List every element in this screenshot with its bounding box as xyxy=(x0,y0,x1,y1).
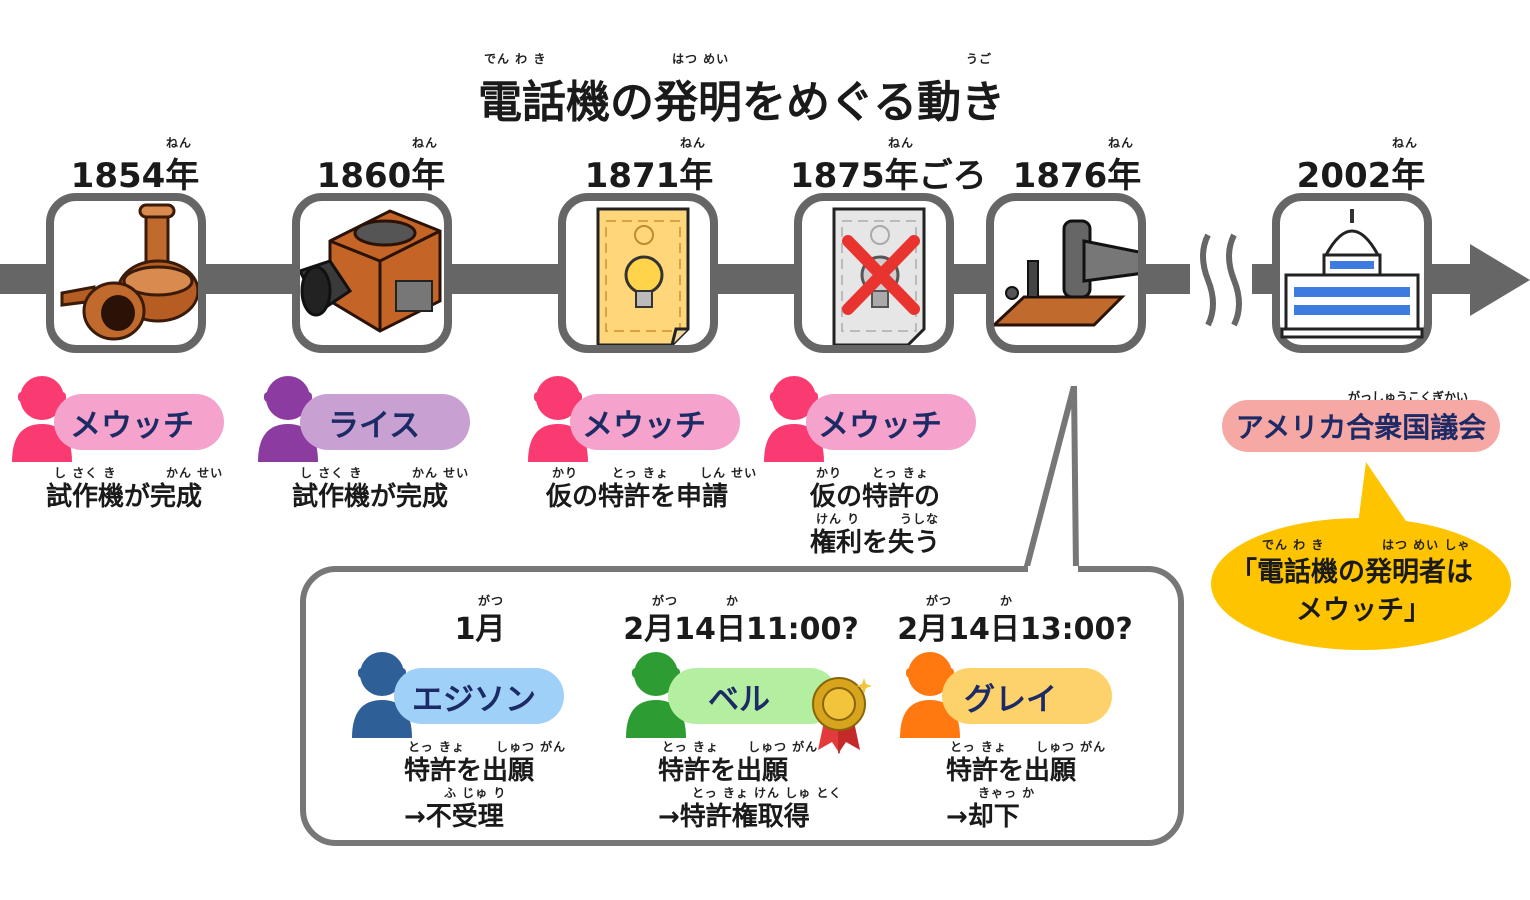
crossed-patent-icon xyxy=(832,207,926,345)
popup-pointer-join xyxy=(1028,566,1078,574)
award-medal-icon xyxy=(812,677,872,754)
time-bell: 2月14日11:00? xyxy=(623,612,859,647)
time-gray: 2月14日13:00? xyxy=(897,612,1133,647)
page-title: 電話機の発明をめぐる動き xyxy=(478,77,1006,128)
time-ruby: がつ xyxy=(478,594,505,608)
caption-1875-line1: 仮の特許の xyxy=(810,482,941,512)
timeline-break-icon xyxy=(1190,233,1252,327)
year-1876: 1876年 xyxy=(1012,156,1142,196)
caption-1854: 試作機が完成 xyxy=(46,482,203,512)
org-pill-us-congress: アメリカ合衆国議会 xyxy=(1222,400,1500,452)
year-ruby: ねん xyxy=(680,136,707,150)
bell-telephone-icon xyxy=(994,219,1138,327)
card-1875 xyxy=(794,193,954,353)
speech-line1: 「電話機の発明者は xyxy=(1230,557,1473,588)
gray-person-icon xyxy=(900,652,960,738)
person-pill-meucci-3: メウッチ xyxy=(806,394,976,450)
line-ruby: とっ きょ xyxy=(950,740,1007,754)
line-ruby: しゅつ がん xyxy=(1036,740,1107,754)
line-ruby: とっ きょ けん しゅ とく xyxy=(692,786,842,800)
bell-line1: 特許を出願 xyxy=(658,756,789,786)
year-2002: 2002年 xyxy=(1296,156,1426,196)
year-1854: 1854年 xyxy=(70,156,200,196)
year-ruby: ねん xyxy=(888,136,915,150)
title-ruby-denwaki: でん わ き xyxy=(484,52,547,66)
caption-ruby: とっ きょ xyxy=(872,466,929,480)
year-1860: 1860年 xyxy=(316,156,446,196)
timeline-bar xyxy=(0,264,1480,294)
caption-ruby: うしな xyxy=(900,512,940,526)
speech-line2: メウッチ」 xyxy=(1296,595,1431,626)
timeline-arrowhead-icon xyxy=(1470,244,1530,316)
meucci-telephone-icon xyxy=(60,203,198,341)
caption-ruby: とっ きょ xyxy=(612,466,669,480)
year-ruby: ねん xyxy=(1108,136,1135,150)
person-pill-meucci-1: メウッチ xyxy=(54,394,224,450)
year-ruby: ねん xyxy=(1392,136,1419,150)
line-ruby: きゃっ か xyxy=(978,786,1036,800)
person-pill-bell: ベル xyxy=(668,668,838,724)
bell-line2: →特許権取得 xyxy=(658,802,810,832)
card-1876 xyxy=(986,193,1146,353)
year-ruby: ねん xyxy=(166,136,193,150)
year-ruby: ねん xyxy=(412,136,439,150)
title-ruby-hatsumei: はつ めい xyxy=(672,52,730,66)
card-1854 xyxy=(46,193,206,353)
line-ruby: とっ きょ xyxy=(662,740,719,754)
caption-1871: 仮の特許を申請 xyxy=(546,482,729,512)
time-edison: 1月 xyxy=(454,612,506,647)
person-pill-meucci-2: メウッチ xyxy=(570,394,740,450)
time-ruby: がつ xyxy=(652,594,679,608)
year-1875: 1875年ごろ xyxy=(790,156,987,196)
bell-person-icon xyxy=(626,652,686,738)
edison-line2: →不受理 xyxy=(404,802,504,832)
card-2002 xyxy=(1272,193,1432,353)
caption-ruby: し さく き xyxy=(54,466,117,480)
caption-1860: 試作機が完成 xyxy=(292,482,449,512)
line-ruby: しゅつ がん xyxy=(496,740,567,754)
title-ruby-ugo: うご xyxy=(966,52,993,66)
caption-ruby: かり xyxy=(552,466,579,480)
year-1871: 1871年 xyxy=(584,156,714,196)
time-ruby: がつ xyxy=(926,594,953,608)
time-ruby: か xyxy=(726,594,740,608)
caption-1875-line2: 権利を失う xyxy=(810,528,941,558)
speech-ruby: はつ めい しゃ xyxy=(1382,538,1471,552)
gray-line2: →却下 xyxy=(946,802,1020,832)
reis-telephone-icon xyxy=(300,209,442,333)
speech-bubble-2002 xyxy=(1211,462,1511,650)
card-1860 xyxy=(292,193,452,353)
person-pill-edison: エジソン xyxy=(394,668,564,724)
popup-pointer xyxy=(1023,386,1079,572)
person-pill-gray: グレイ xyxy=(942,668,1112,724)
patent-document-icon xyxy=(596,207,690,345)
caption-ruby: しん せい xyxy=(700,466,758,480)
time-ruby: か xyxy=(1000,594,1014,608)
speech-ruby: でん わ き xyxy=(1262,538,1325,552)
capitol-building-icon xyxy=(1280,209,1424,339)
card-1871 xyxy=(558,193,718,353)
person-pill-reis: ライス xyxy=(300,394,470,450)
caption-ruby: かり xyxy=(816,466,843,480)
caption-ruby: かん せい xyxy=(166,466,224,480)
line-ruby: しゅつ がん xyxy=(748,740,819,754)
caption-ruby: し さく き xyxy=(300,466,363,480)
gray-line1: 特許を出願 xyxy=(946,756,1077,786)
edison-line1: 特許を出願 xyxy=(404,756,535,786)
line-ruby: とっ きょ xyxy=(408,740,465,754)
caption-ruby: かん せい xyxy=(412,466,470,480)
caption-ruby: けん り xyxy=(816,512,861,526)
line-ruby: ふ じゅ り xyxy=(444,786,507,800)
